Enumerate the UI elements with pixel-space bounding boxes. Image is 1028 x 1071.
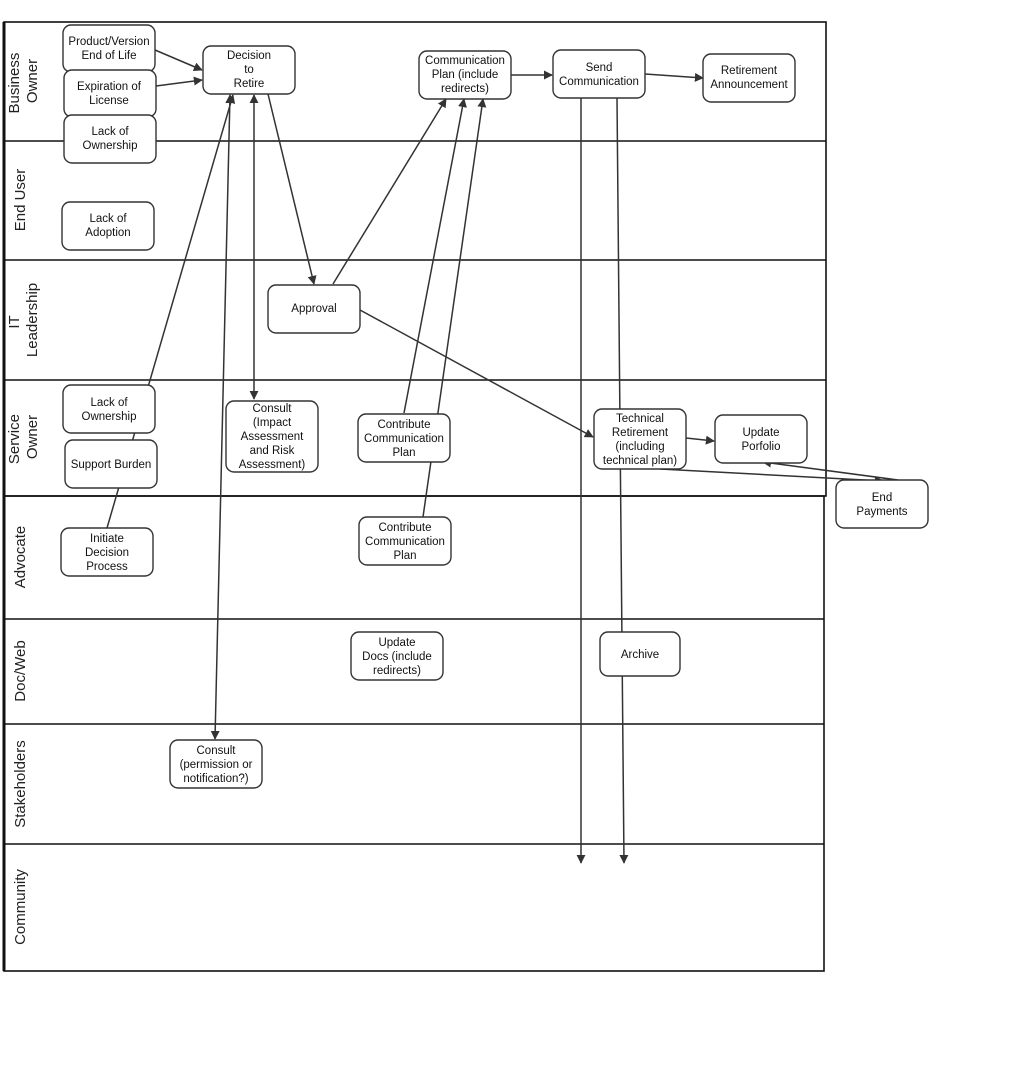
arrow-send-to-community-2	[616, 97, 629, 864]
lane-labels: Business Owner End User IT Leadership Se…	[6, 48, 41, 945]
lane-label-advocate: Advocate	[12, 526, 29, 589]
connectors	[106, 49, 899, 864]
lane-label-end-user: End User	[12, 169, 29, 232]
arrow-license-to-decision	[155, 76, 203, 87]
arrow-decision-consult-permission	[210, 94, 235, 740]
node-approval[interactable]: Approval	[267, 284, 361, 334]
arrow-approval-to-comm-plan	[332, 98, 447, 285]
node-label: Approval	[291, 303, 336, 315]
node-archive[interactable]: Archive	[599, 631, 681, 677]
lane-label-service-owner: Service Owner	[6, 410, 41, 464]
lane-label-it-leadership: IT Leadership	[6, 283, 41, 357]
node-label: Archive	[621, 649, 659, 661]
lane-label-community: Community	[12, 869, 29, 945]
arrow-send-to-announcement	[644, 72, 704, 82]
arrow-contribute-so-to-comm-plan	[403, 98, 467, 414]
node-label: Support Burden	[71, 459, 152, 471]
arrow-decision-to-approval	[267, 93, 317, 285]
lane-label-stakeholders: Stakeholders	[12, 740, 29, 828]
swimlane-grid	[2, 21, 827, 972]
arrow-end-payments-to-porfolio	[762, 458, 899, 481]
arrow-approval-to-technical-retirement	[359, 309, 594, 438]
arrow-eol-to-decision	[154, 49, 203, 71]
arrow-technical-to-end-payments	[659, 468, 884, 486]
node-support-burden[interactable]: Support Burden	[64, 439, 158, 489]
arrow-technical-to-porfolio	[685, 435, 715, 445]
lane-label-business-owner: Business Owner	[6, 48, 41, 113]
lane-label-doc-web: Doc/Web	[12, 640, 29, 701]
